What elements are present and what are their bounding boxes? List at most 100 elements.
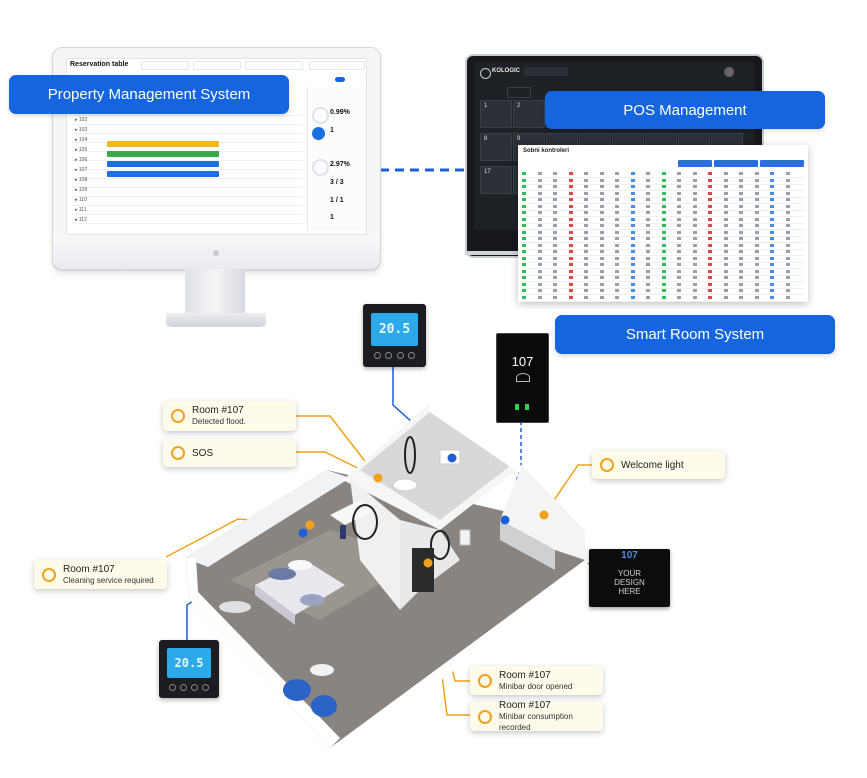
reservation-bar-yellow[interactable] xyxy=(107,141,219,147)
table-cell xyxy=(677,282,681,286)
table-cell xyxy=(677,263,681,266)
table-cell xyxy=(754,237,759,240)
table-row[interactable] xyxy=(522,256,804,263)
srs-button-1[interactable] xyxy=(678,160,712,167)
calendar-cell[interactable] xyxy=(480,133,512,161)
table-row[interactable] xyxy=(522,210,804,217)
table-cell xyxy=(615,289,619,292)
pms-toggle[interactable] xyxy=(335,77,345,82)
pms-search-input[interactable] xyxy=(309,61,365,70)
table-cell xyxy=(661,217,666,221)
table-row[interactable] xyxy=(522,288,804,295)
table-cell xyxy=(537,204,542,208)
calendar-cell[interactable] xyxy=(480,100,512,128)
table-cell xyxy=(770,191,774,195)
table-cell xyxy=(553,295,557,299)
table-row[interactable] xyxy=(522,217,804,224)
table-cell xyxy=(584,276,588,279)
table-cell xyxy=(599,178,604,182)
table-row[interactable] xyxy=(522,171,804,178)
table-row[interactable] xyxy=(522,184,804,191)
table-cell xyxy=(522,289,526,292)
table-row[interactable] xyxy=(522,236,804,243)
calendar-day: 17 xyxy=(484,169,491,175)
table-cell xyxy=(599,289,604,292)
stat-ring-icon xyxy=(312,107,329,124)
coffee-table xyxy=(310,664,334,676)
thermostat-top-buttons[interactable] xyxy=(374,352,415,359)
table-cell xyxy=(723,198,728,201)
table-cell xyxy=(646,250,650,253)
pos-search-input[interactable] xyxy=(524,67,568,76)
table-cell xyxy=(584,295,588,299)
table-row[interactable] xyxy=(522,269,804,276)
table-cell xyxy=(723,172,728,175)
table-cell xyxy=(584,211,588,214)
calendar-cell[interactable] xyxy=(480,166,512,194)
table-cell xyxy=(677,250,681,253)
table-cell xyxy=(646,224,650,227)
table-cell xyxy=(615,243,619,247)
table-cell xyxy=(770,172,774,175)
table-cell xyxy=(661,204,666,208)
thermostat-bottom-buttons[interactable] xyxy=(169,684,209,691)
reservation-bar-blue-2[interactable] xyxy=(107,171,219,177)
table-cell xyxy=(739,269,743,273)
table-cell xyxy=(770,198,774,201)
calendar-cell[interactable] xyxy=(513,100,545,128)
pms-filter-1[interactable] xyxy=(141,61,189,70)
table-row[interactable] xyxy=(522,223,804,230)
stat-value-2: 1 xyxy=(330,127,334,134)
pms-filter-2[interactable] xyxy=(193,61,241,70)
table-cell xyxy=(723,211,728,214)
avatar[interactable] xyxy=(724,67,734,77)
table-row[interactable] xyxy=(522,249,804,256)
table-row[interactable] xyxy=(522,275,804,282)
table-cell xyxy=(630,256,635,260)
callout-sos: SOS xyxy=(163,439,296,467)
table-row[interactable] xyxy=(522,230,804,237)
table-row[interactable] xyxy=(522,178,804,185)
table-row[interactable] xyxy=(522,262,804,269)
reservation-bar-blue-1[interactable] xyxy=(107,161,219,167)
table-row[interactable] xyxy=(522,243,804,250)
table-cell xyxy=(522,211,526,214)
srs-button-2[interactable] xyxy=(714,160,758,167)
table-cell xyxy=(754,217,759,221)
table-cell xyxy=(599,263,604,266)
table-row[interactable] xyxy=(522,197,804,204)
sensor-dot-flood xyxy=(373,473,383,483)
srs-button-3[interactable] xyxy=(760,160,804,167)
table-cell xyxy=(770,256,774,260)
table-cell xyxy=(646,276,650,279)
table-cell xyxy=(785,230,790,234)
table-cell xyxy=(723,191,728,195)
table-cell xyxy=(599,172,604,175)
table-cell xyxy=(785,237,790,240)
table-cell xyxy=(723,204,728,208)
callout-welcome-title: Welcome light xyxy=(621,459,684,471)
bathtub xyxy=(392,478,418,492)
table-row[interactable] xyxy=(522,191,804,198)
table-cell xyxy=(537,295,542,299)
status-ring-icon xyxy=(42,567,56,582)
callout-cleaning-title: Room #107 xyxy=(63,563,115,575)
table-cell xyxy=(770,269,774,273)
table-row[interactable] xyxy=(522,282,804,289)
bathroom-mirror xyxy=(404,436,416,474)
table-cell xyxy=(630,230,635,234)
table-cell xyxy=(615,263,619,266)
table-row[interactable] xyxy=(522,204,804,211)
reservation-bar-green[interactable] xyxy=(107,151,219,157)
pos-tab[interactable] xyxy=(507,87,531,98)
table-cell xyxy=(677,269,681,273)
table-cell xyxy=(584,217,588,221)
table-row[interactable] xyxy=(522,295,804,302)
stat-value-6: 1 xyxy=(330,214,334,221)
table-cell xyxy=(708,217,712,221)
table-cell xyxy=(770,243,774,247)
table-cell xyxy=(785,295,790,299)
table-cell xyxy=(646,269,650,273)
table-cell xyxy=(630,243,635,247)
pms-filter-3[interactable] xyxy=(245,61,303,70)
